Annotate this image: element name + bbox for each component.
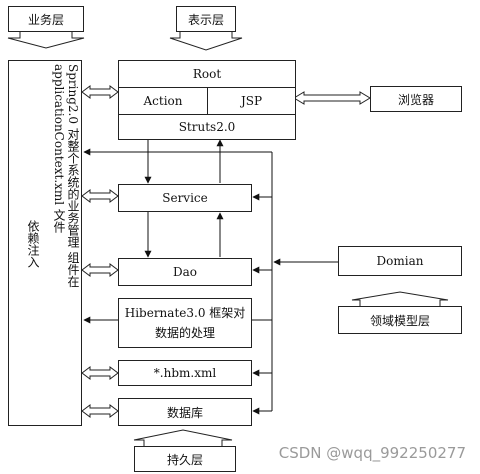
double-arrows-left xyxy=(81,85,371,418)
spring-panel xyxy=(8,60,82,426)
jsp-cell: JSP xyxy=(208,88,295,115)
persistence-layer-box: 持久层 xyxy=(134,446,236,472)
browser-label: 浏览器 xyxy=(397,92,434,107)
domain-model-layer-label: 领域模型层 xyxy=(369,313,430,328)
database-label: 数据库 xyxy=(166,405,203,420)
business-layer-arrow xyxy=(7,32,85,49)
struts-footer-cell: Struts2.0 xyxy=(119,115,295,139)
root-label: Root xyxy=(192,67,222,81)
service-box: Service xyxy=(118,184,252,212)
hibernate-box: Hibernate3.0 框架对 数据的处理 xyxy=(118,298,252,348)
business-layer-box: 业务层 xyxy=(8,6,84,32)
domain-box: Domian xyxy=(338,246,462,276)
hibernate-line2: 数据的处理 xyxy=(154,326,215,340)
action-cell: Action xyxy=(119,88,208,115)
dao-label: Dao xyxy=(173,265,197,279)
dependency-injection-text: 依赖注入 xyxy=(26,220,40,268)
persistence-layer-label: 持久层 xyxy=(166,452,203,467)
spring-management-text: Spring2.0 对整个系统的业务管理 组件在applicationConte… xyxy=(52,64,80,288)
struts-footer-label: Struts2.0 xyxy=(178,120,236,134)
dao-box: Dao xyxy=(118,258,252,286)
database-box: 数据库 xyxy=(118,398,252,426)
watermark-text: CSDN @wqq_992250277 xyxy=(278,444,466,462)
persistence-arrow xyxy=(133,429,233,446)
domain-label: Domian xyxy=(376,254,424,268)
browser-box: 浏览器 xyxy=(370,86,462,112)
service-label: Service xyxy=(162,191,208,205)
domain-model-arrow xyxy=(351,291,449,306)
presentation-layer-arrow xyxy=(169,32,243,51)
hbm-label: *.hbm.xml xyxy=(153,366,217,380)
struts-box: Root Action JSP Struts2.0 xyxy=(118,60,296,140)
business-layer-label: 业务层 xyxy=(27,12,64,27)
domain-model-layer-box: 领域模型层 xyxy=(338,306,462,334)
hbm-box: *.hbm.xml xyxy=(118,360,252,386)
action-label: Action xyxy=(143,94,183,108)
jsp-label: JSP xyxy=(240,94,263,108)
presentation-layer-box: 表示层 xyxy=(176,6,236,32)
root-cell: Root xyxy=(119,61,295,88)
presentation-layer-label: 表示层 xyxy=(187,12,224,27)
hibernate-line1: Hibernate3.0 框架对 xyxy=(124,306,246,320)
